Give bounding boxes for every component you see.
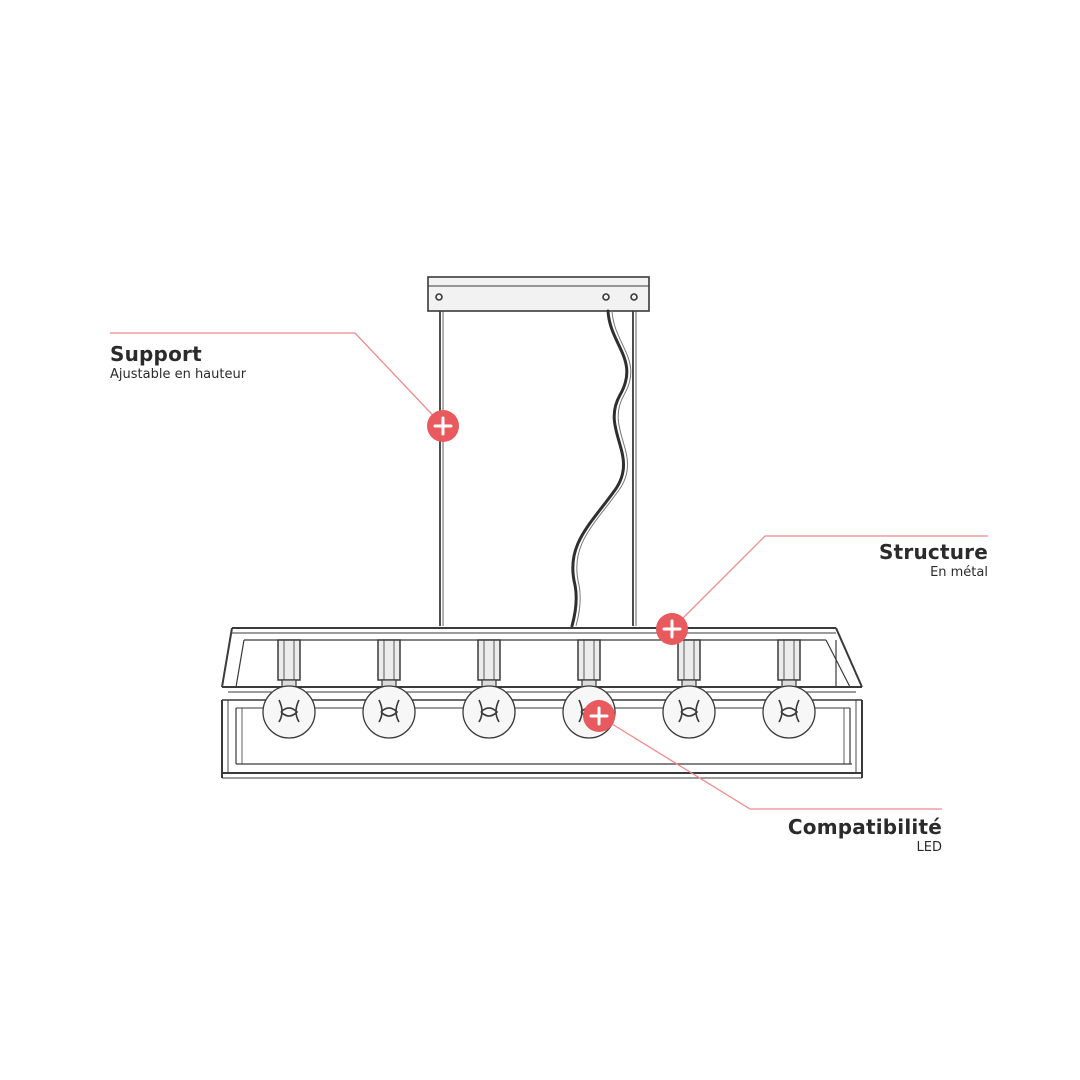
callout-compat: Compatibilité LED [788, 815, 942, 857]
suspension-cables [439, 311, 637, 626]
plus-icon [433, 416, 453, 436]
leader-line-compat [598, 715, 942, 810]
callout-support-subtitle: Ajustable en hauteur [110, 367, 247, 382]
bulb-5 [662, 639, 716, 739]
callout-compat-subtitle: LED [916, 840, 942, 855]
bulb-group [262, 639, 816, 739]
leader-line-support [110, 332, 444, 427]
hotspot-compat[interactable] [583, 700, 615, 732]
metal-frame [221, 627, 863, 779]
hotspot-structure[interactable] [656, 613, 688, 645]
callout-structure-title: Structure [879, 540, 988, 564]
hotspot-support[interactable] [427, 410, 459, 442]
bulb-2 [362, 639, 416, 739]
leader-line-structure [671, 535, 988, 630]
callout-support-title: Support [110, 342, 202, 366]
ceiling-canopy [427, 276, 650, 312]
bulb-3 [462, 639, 516, 739]
plus-icon [662, 619, 682, 639]
callout-leader-lines [110, 332, 988, 810]
bulb-1 [262, 639, 316, 739]
callout-structure-subtitle: En métal [930, 565, 988, 580]
callout-support: Support Ajustable en hauteur [110, 342, 246, 384]
bulb-6 [762, 639, 816, 739]
power-cord [570, 309, 629, 628]
plus-icon [589, 706, 609, 726]
callout-structure: Structure En métal [879, 540, 988, 582]
callout-compat-title: Compatibilité [787, 815, 942, 839]
